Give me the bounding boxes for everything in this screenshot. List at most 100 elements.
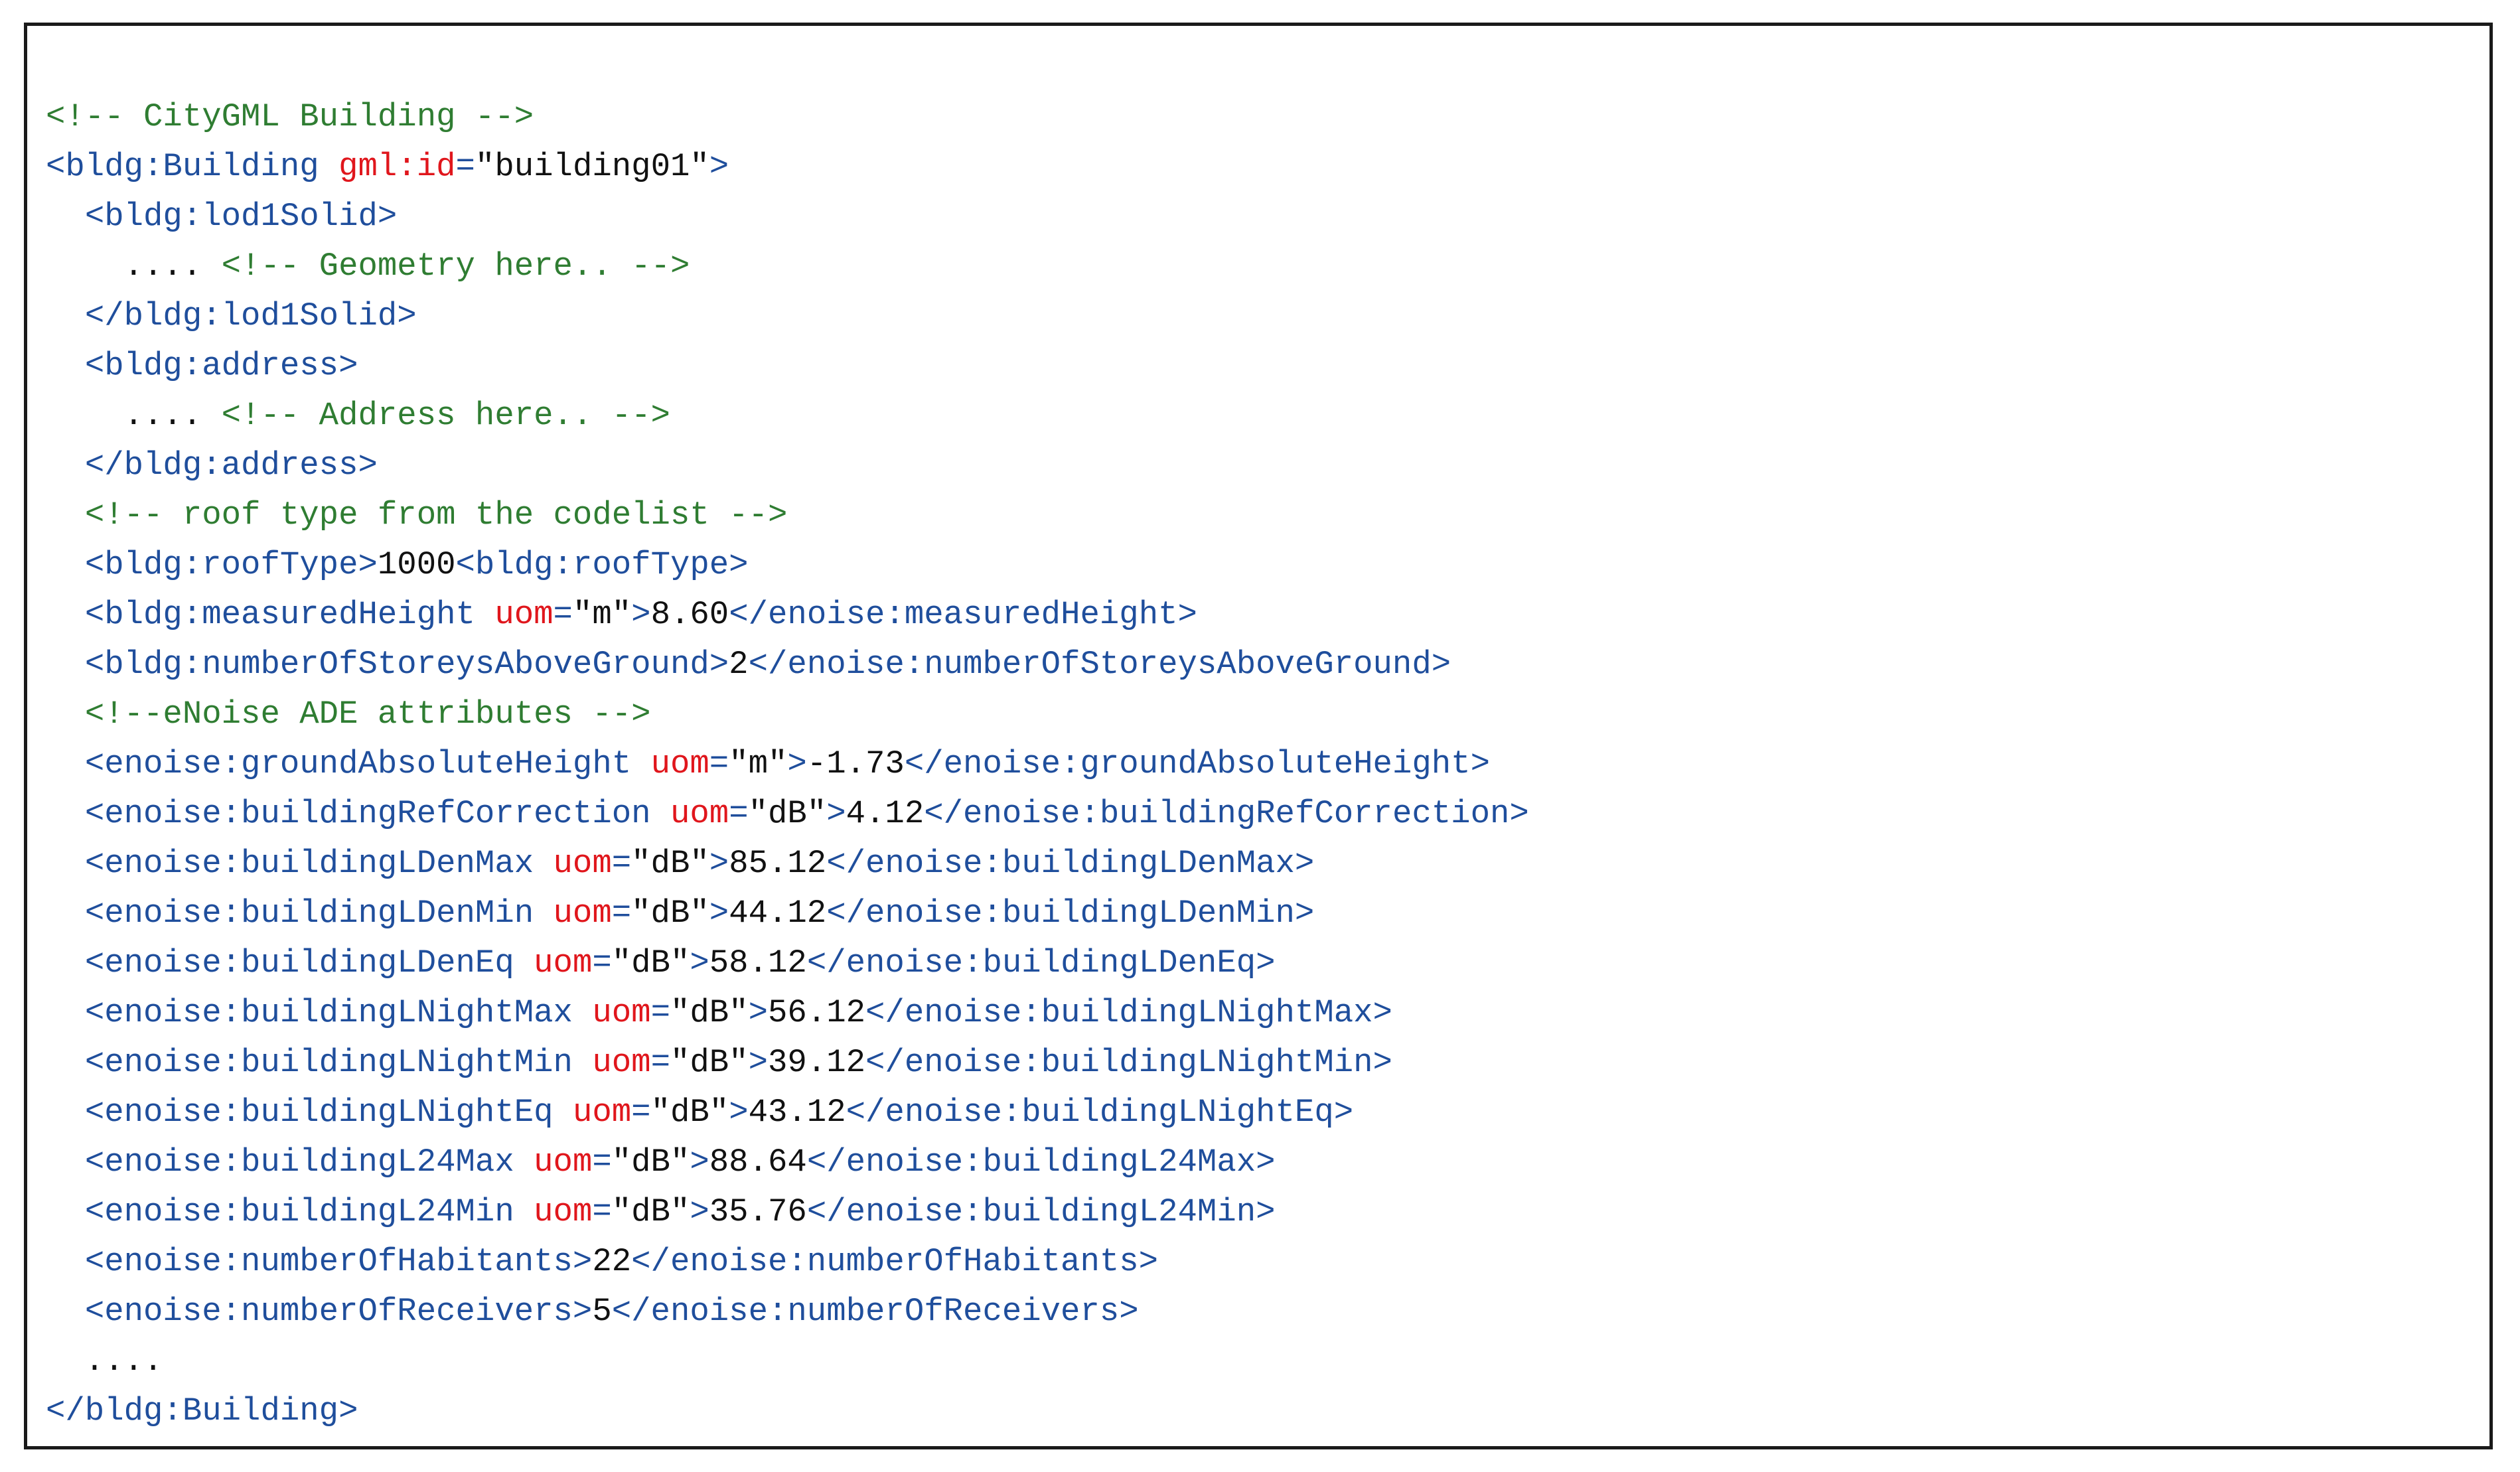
- code-line: <enoise:buildingLDenMax uom="dB">85.12</…: [46, 839, 1529, 889]
- xml-tag: =: [631, 1094, 651, 1131]
- code-line: <bldg:roofType>1000<bldg:roofType>: [46, 540, 1529, 590]
- text-content: 58.12: [709, 944, 807, 982]
- text-content: -1.73: [806, 745, 905, 782]
- attribute-value: "dB": [611, 1193, 690, 1230]
- xml-tag: </enoise:buildingLDenMin>: [826, 895, 1315, 932]
- xml-tag: </enoise:numberOfStoreysAboveGround>: [748, 646, 1451, 683]
- xml-tag: =: [592, 1193, 612, 1230]
- xml-tag: <enoise:groundAbsoluteHeight: [84, 745, 651, 782]
- xml-tag: >: [709, 845, 729, 882]
- code-line: </bldg:Building>: [46, 1386, 1529, 1436]
- attribute-value: "dB": [611, 1143, 690, 1181]
- text-content: 43.12: [748, 1094, 846, 1131]
- xml-tag: >: [690, 944, 709, 982]
- code-line: <!-- CityGML Building -->: [46, 92, 1529, 142]
- xml-attribute: uom: [494, 596, 554, 633]
- code-line: <enoise:buildingRefCorrection uom="dB">4…: [46, 789, 1529, 839]
- code-line: <enoise:buildingLNightEq uom="dB">43.12<…: [46, 1088, 1529, 1138]
- xml-tag: </enoise:buildingLNightEq>: [846, 1094, 1354, 1131]
- xml-tag: <bldg:roofType>: [84, 546, 378, 583]
- code-line: .... <!-- Geometry here.. -->: [46, 242, 1529, 291]
- attribute-value: "dB": [670, 1044, 749, 1081]
- xml-tag: >: [787, 745, 807, 782]
- text-content: ....: [46, 248, 222, 285]
- text-content: [46, 347, 85, 384]
- xml-tag: >: [709, 148, 729, 185]
- attribute-value: "building01": [475, 148, 709, 185]
- code-line: <enoise:buildingL24Min uom="dB">35.76</e…: [46, 1187, 1529, 1237]
- code-line: <enoise:buildingL24Max uom="dB">88.64</e…: [46, 1138, 1529, 1187]
- text-content: [46, 546, 85, 583]
- xml-tag: <enoise:buildingLNightMax: [84, 994, 593, 1031]
- text-content: 35.76: [709, 1193, 807, 1230]
- xml-tag: =: [611, 895, 632, 932]
- text-content: [46, 1044, 85, 1081]
- xml-attribute: uom: [670, 795, 729, 832]
- text-content: 4.12: [846, 795, 925, 832]
- code-listing: <!-- CityGML Building --><bldg:Building …: [46, 92, 1529, 1436]
- xml-attribute: uom: [534, 944, 593, 982]
- text-content: ....: [46, 1343, 163, 1380]
- xml-tag: <bldg:Building: [46, 148, 339, 185]
- code-line: <bldg:numberOfStoreysAboveGround>2</enoi…: [46, 640, 1529, 690]
- xml-tag: </enoise:buildingLDenMax>: [826, 845, 1315, 882]
- code-listing-frame: <!-- CityGML Building --><bldg:Building …: [24, 23, 2493, 1449]
- xml-tag: <enoise:numberOfHabitants>: [84, 1243, 593, 1280]
- code-line: <!--eNoise ADE attributes -->: [46, 690, 1529, 739]
- xml-comment: <!-- Address here.. -->: [221, 397, 670, 434]
- xml-tag: </enoise:buildingLNightMin>: [865, 1044, 1392, 1081]
- attribute-value: "m": [729, 745, 788, 782]
- xml-tag: <enoise:buildingLNightEq: [84, 1094, 573, 1131]
- code-line: </bldg:lod1Solid>: [46, 291, 1529, 341]
- xml-tag: <bldg:lod1Solid>: [84, 198, 398, 235]
- text-content: [46, 696, 85, 733]
- text-content: 2: [729, 646, 749, 683]
- xml-tag: >: [709, 895, 729, 932]
- text-content: 56.12: [768, 994, 866, 1031]
- xml-attribute: uom: [534, 1193, 593, 1230]
- xml-tag: >: [690, 1193, 709, 1230]
- attribute-value: "dB": [670, 994, 749, 1031]
- code-line: <enoise:numberOfHabitants>22</enoise:num…: [46, 1237, 1529, 1287]
- xml-tag: >: [631, 596, 651, 633]
- xml-attribute: gml:id: [338, 148, 456, 185]
- xml-tag: </enoise:measuredHeight>: [729, 596, 1197, 633]
- xml-tag: =: [553, 596, 573, 633]
- xml-attribute: uom: [592, 994, 651, 1031]
- xml-tag: <enoise:buildingRefCorrection: [84, 795, 670, 832]
- xml-attribute: uom: [572, 1094, 632, 1131]
- xml-tag: <enoise:buildingLDenMin: [84, 895, 554, 932]
- xml-tag: =: [709, 745, 729, 782]
- text-content: [46, 1243, 85, 1280]
- attribute-value: "dB": [631, 845, 709, 882]
- text-content: 85.12: [729, 845, 827, 882]
- xml-attribute: uom: [650, 745, 709, 782]
- xml-tag: <bldg:roofType>: [455, 546, 749, 583]
- text-content: 39.12: [768, 1044, 866, 1081]
- xml-tag: <enoise:buildingLDenEq: [84, 944, 534, 982]
- text-content: 22: [592, 1243, 632, 1280]
- text-content: [46, 944, 85, 982]
- text-content: 8.60: [650, 596, 729, 633]
- xml-tag: </enoise:numberOfReceivers>: [611, 1293, 1139, 1330]
- xml-tag: >: [729, 1094, 749, 1131]
- xml-tag: </enoise:buildingL24Max>: [806, 1143, 1276, 1181]
- xml-tag: =: [729, 795, 749, 832]
- xml-tag: =: [650, 994, 670, 1031]
- text-content: [46, 994, 85, 1031]
- text-content: [46, 795, 85, 832]
- xml-comment: <!-- Geometry here.. -->: [221, 248, 690, 285]
- code-line: <enoise:groundAbsoluteHeight uom="m">-1.…: [46, 739, 1529, 789]
- xml-comment: <!-- CityGML Building -->: [46, 98, 534, 135]
- attribute-value: "dB": [631, 895, 709, 932]
- xml-tag: <bldg:numberOfStoreysAboveGround>: [84, 646, 729, 683]
- attribute-value: "dB": [748, 795, 827, 832]
- text-content: [46, 845, 85, 882]
- text-content: 88.64: [709, 1143, 807, 1181]
- xml-tag: </bldg:lod1Solid>: [84, 297, 417, 334]
- xml-tag: =: [611, 845, 632, 882]
- code-line: <enoise:buildingLDenEq uom="dB">58.12</e…: [46, 938, 1529, 988]
- text-content: 1000: [377, 546, 456, 583]
- text-content: [46, 745, 85, 782]
- xml-tag: >: [690, 1143, 709, 1181]
